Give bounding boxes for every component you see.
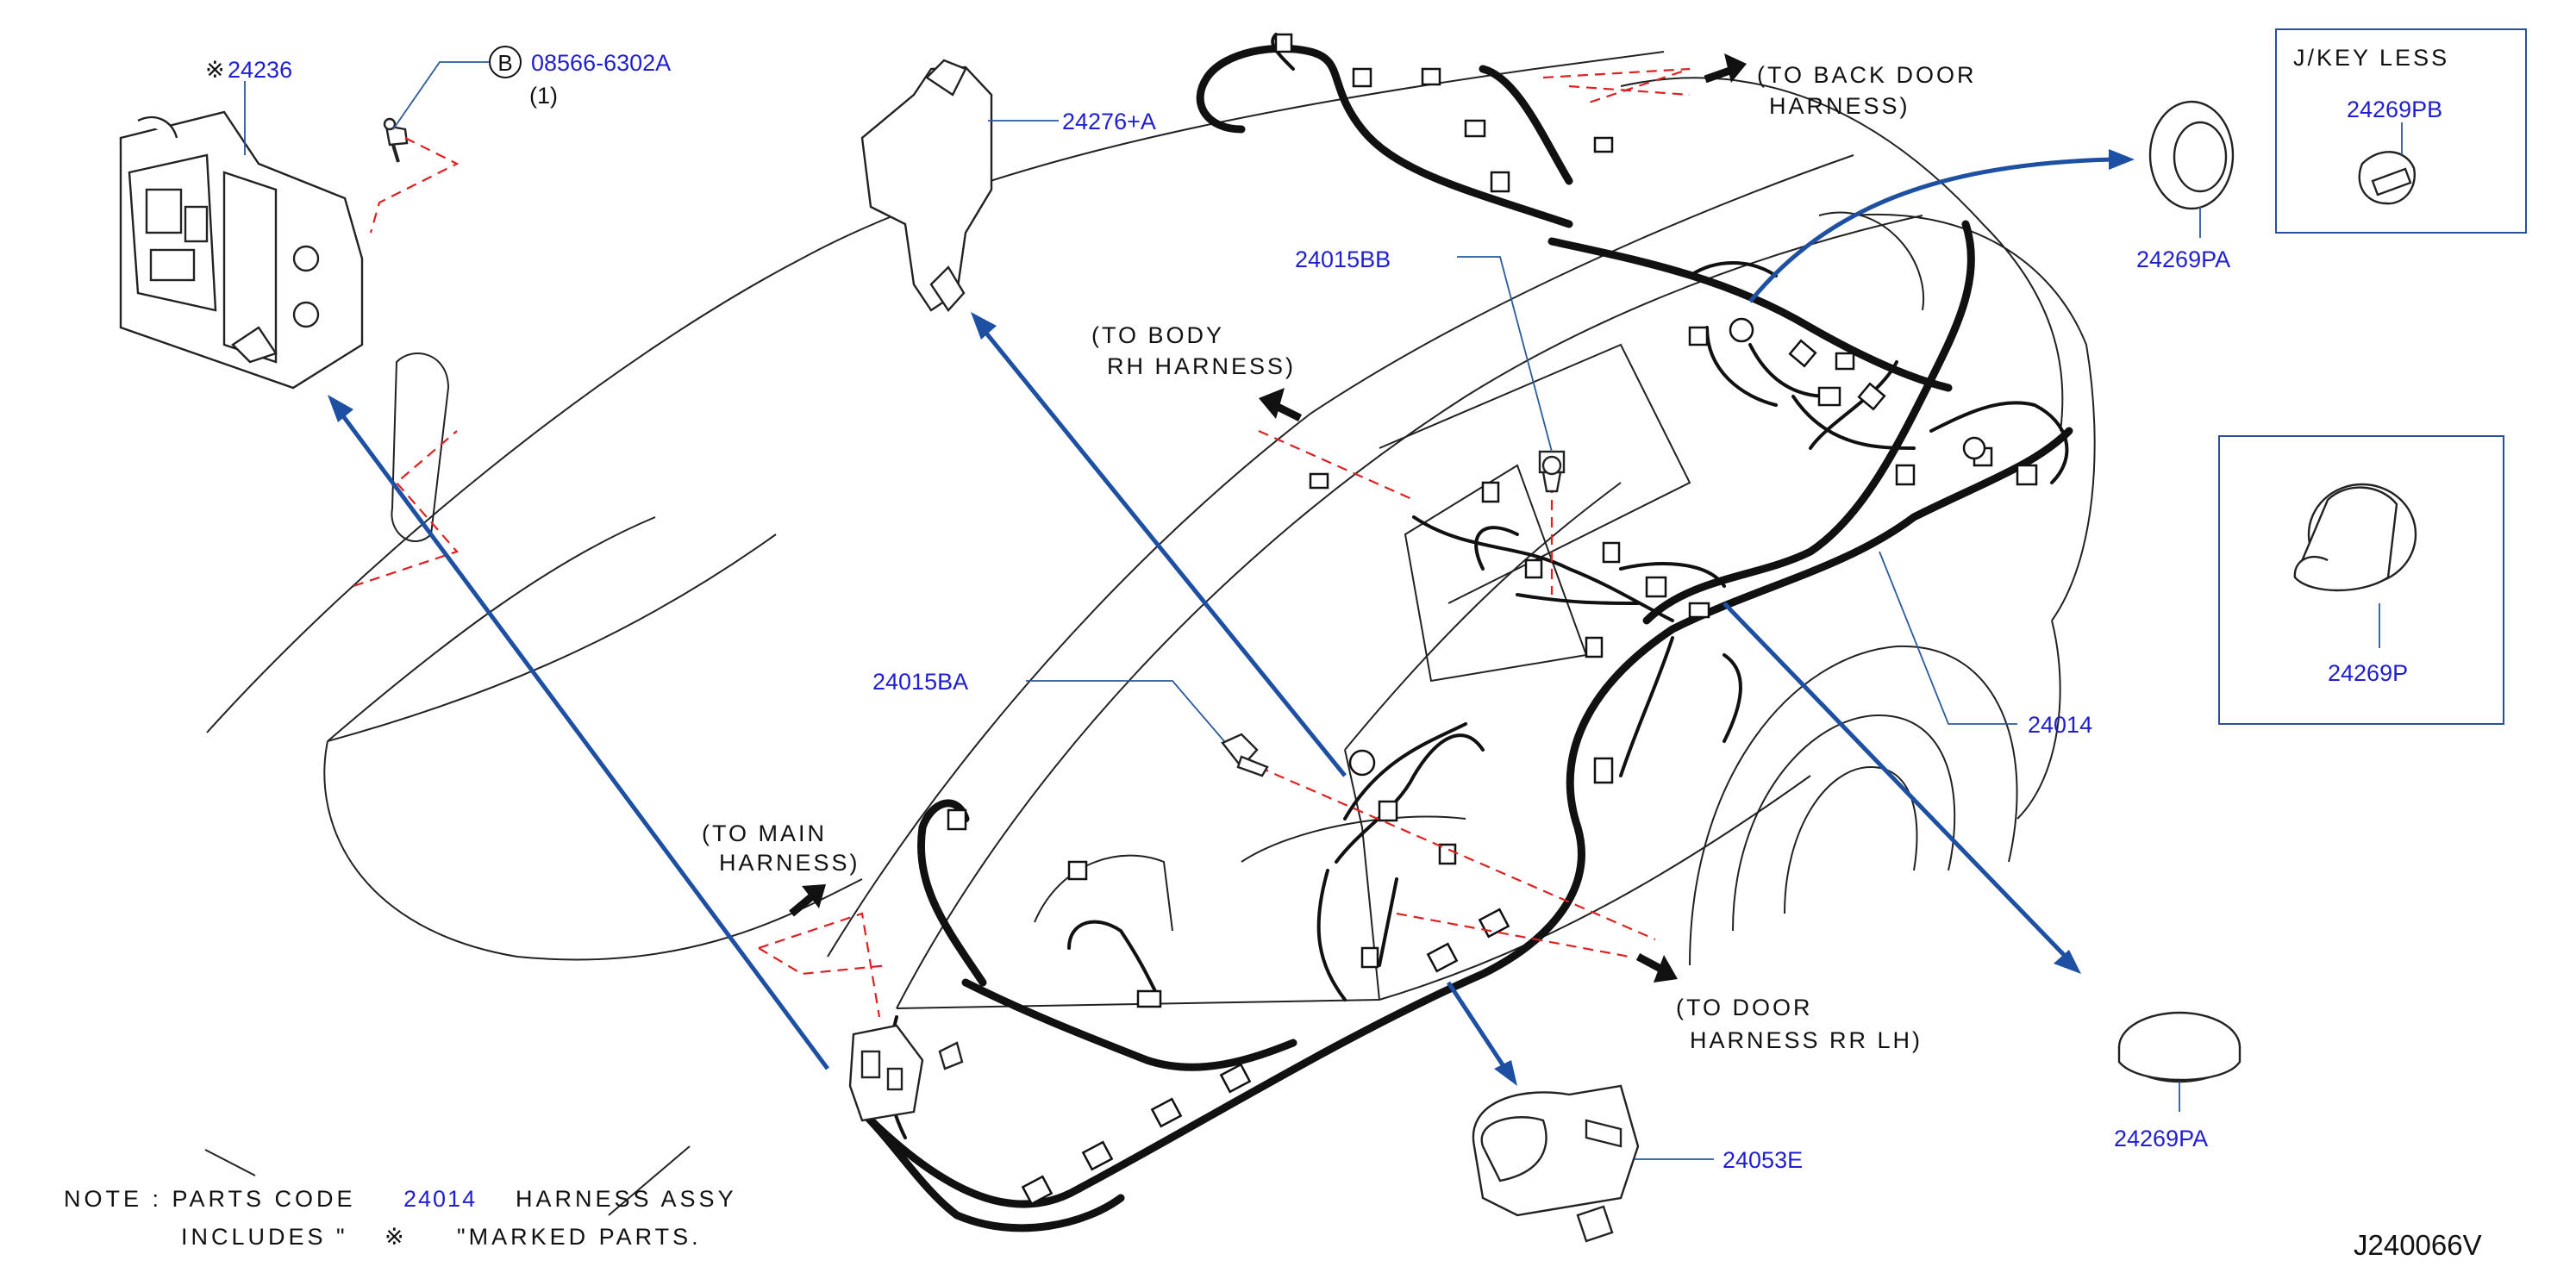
leader-24015bb (1457, 256, 1553, 452)
leader-24015ba (1026, 680, 1225, 742)
callout-body-rh-line1: (TO BODY (1091, 322, 1224, 348)
note-includes-mark: ※ (385, 1224, 404, 1251)
includes-mark-24236: ※ (205, 57, 225, 84)
part-24015bb-clip (1538, 450, 1566, 493)
callout-main-line2: HARNESS) (719, 850, 860, 876)
part-24053e-clamp (1472, 1084, 1640, 1243)
direction-arrows (789, 53, 1747, 983)
part-number-24053e: 24053E (1723, 1147, 1803, 1173)
leader-24014 (1879, 551, 2017, 725)
circle-marker-b: B (497, 50, 512, 76)
leader-08566 (369, 46, 522, 234)
note-harness-assy: HARNESS ASSY (516, 1186, 737, 1212)
part-number-24269pb: 24269PB (2347, 97, 2442, 122)
connection-dashed-lines (353, 67, 1691, 1018)
harness-clips (1021, 339, 1886, 1206)
part-number-24269pa-bottom: 24269PA (2114, 1126, 2208, 1151)
callout-main-line1: (TO MAIN (702, 820, 827, 846)
note-marked-parts: "MARKED PARTS. (457, 1224, 702, 1250)
part-24269pa-top-grommet (2148, 100, 2235, 210)
part-24269pb-grommet (2358, 151, 2417, 205)
part-number-24236: 24236 (228, 57, 292, 83)
part-24015ba-clip (1221, 733, 1269, 777)
part-number-24015ba: 24015BA (872, 669, 968, 695)
inset-24269p-box (2218, 435, 2504, 725)
harness-connectors (947, 33, 2038, 1206)
callout-door-rr-line2: HARNESS RR LH) (1690, 1027, 1923, 1053)
callout-body-rh-line2: RH HARNESS) (1107, 353, 1296, 379)
callout-back-door-line1: (TO BACK DOOR (1757, 62, 1977, 88)
main-harness-connector-block (848, 1024, 964, 1122)
arrow-to-main (789, 884, 826, 917)
part-number-24269pa-top: 24269PA (2136, 246, 2230, 272)
figure-code: J240066V (2354, 1229, 2482, 1261)
parts-note: NOTE : PARTS CODE 24014 HARNESS ASSY INC… (64, 1145, 737, 1251)
part-number-24014: 24014 (2028, 712, 2092, 738)
car-body-outline (206, 51, 2096, 1009)
inset-jkey-less-box (2275, 28, 2527, 234)
note-prefix: NOTE : PARTS CODE (64, 1186, 356, 1212)
part-24236-bracket (119, 110, 364, 390)
part-qty-08566: (1) (529, 83, 558, 109)
part-24276a-cover (860, 59, 993, 312)
callout-back-door-line2: HARNESS) (1769, 93, 1910, 119)
inset-title-jkey-less: J/KEY LESS (2293, 45, 2449, 71)
part-24269pa-bottom-plug (2117, 1011, 2241, 1083)
arrow-to-door-rr (1635, 953, 1678, 983)
part-number-24015bb: 24015BB (1295, 246, 1391, 272)
part-number-24276a: 24276+A (1062, 109, 1156, 134)
note-parts-code: 24014 (403, 1186, 477, 1212)
harness-assembly-24014 (858, 33, 2073, 1232)
part-24269p-grommet (2293, 483, 2417, 592)
pointer-arrows (328, 149, 2135, 1086)
note-includes: INCLUDES " (181, 1224, 348, 1250)
arrow-to-body-rh (1259, 388, 1303, 422)
arrow-to-back-door (1704, 53, 1747, 84)
callout-door-rr-line1: (TO DOOR (1676, 995, 1813, 1020)
part-number-08566-6302a: 08566-6302A (531, 50, 671, 76)
part-08566-screw (383, 117, 409, 163)
part-number-24269p: 24269P (2328, 660, 2408, 686)
